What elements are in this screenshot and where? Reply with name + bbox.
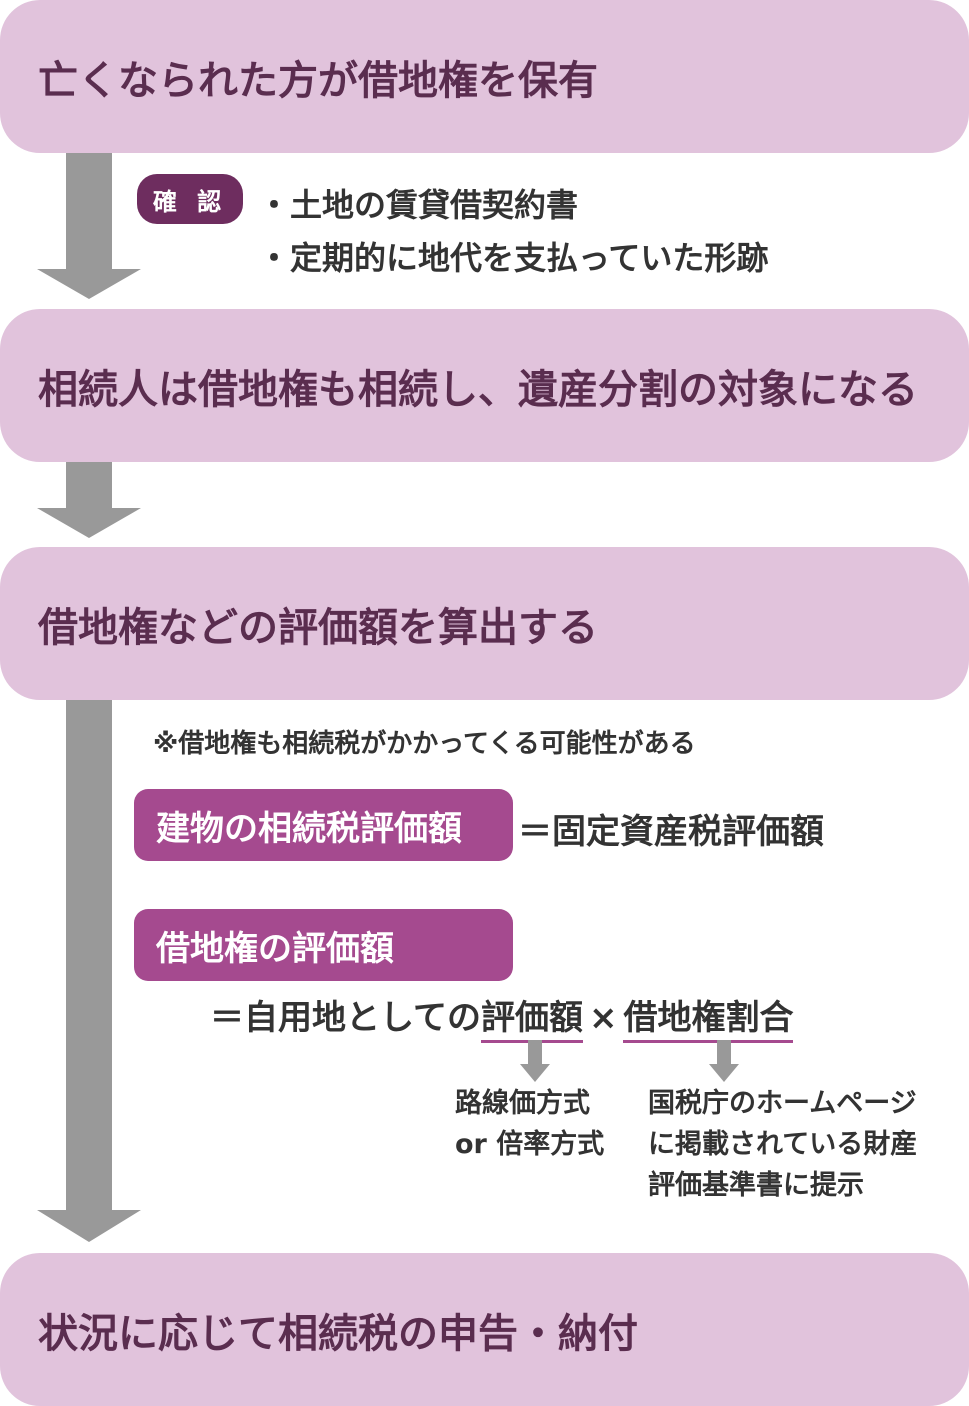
confirm-badge: 確 認 <box>137 174 243 224</box>
step-1-box: 亡くなられた方が借地権を保有 <box>0 0 969 153</box>
leasehold-ratio-source-line-3: 評価基準書に提示 <box>648 1170 864 1201</box>
assessed-value-method-line-1: 路線価方式 <box>455 1088 590 1119</box>
leasehold-valuation-label-text: 借地権の評価額 <box>156 928 394 969</box>
formula-times-sign: × <box>588 998 618 1038</box>
assessed-value-method-line-2: or 倍率方式 <box>455 1129 605 1160</box>
leasehold-ratio-source-note: 国税庁のホームページ に掲載されている財産 評価基準書に提示 <box>648 1083 917 1206</box>
step-3-label: 借地権などの評価額を算出する <box>38 604 598 651</box>
flow-arrow-1 <box>37 153 141 299</box>
step-4-label: 状況に応じて相続税の申告・納付 <box>38 1310 638 1357</box>
confirm-item-rent-payment: ・定期的に地代を支払っていた形跡 <box>258 239 769 277</box>
step-4-box: 状況に応じて相続税の申告・納付 <box>0 1253 969 1406</box>
assessed-value-method-note: 路線価方式 or 倍率方式 <box>455 1083 604 1165</box>
building-valuation-label: 建物の相続税評価額 <box>134 789 513 861</box>
formula-prefix: ＝自用地としての <box>210 998 481 1038</box>
flow-arrow-2 <box>37 462 141 538</box>
sub-arrow-assessed-value <box>520 1040 550 1082</box>
leasehold-ratio-source-line-1: 国税庁のホームページ <box>648 1088 917 1119</box>
step-2-label: 相続人は借地権も相続し、遺産分割の対象になる <box>38 366 918 413</box>
step-2-box: 相続人は借地権も相続し、遺産分割の対象になる <box>0 309 969 462</box>
leasehold-ratio-source-line-2: に掲載されている財産 <box>648 1129 918 1160</box>
sub-arrow-leasehold-ratio <box>709 1040 739 1082</box>
formula-term-leasehold-ratio: 借地権割合 <box>623 998 794 1043</box>
inheritance-tax-note: ※借地権も相続税がかかってくる可能性がある <box>153 729 696 759</box>
formula-term-assessed-value: 評価額 <box>480 998 583 1043</box>
building-valuation-formula: ＝固定資産税評価額 <box>518 812 824 852</box>
building-valuation-label-text: 建物の相続税評価額 <box>156 808 462 849</box>
leasehold-formula: ＝自用地としての評価額×借地権割合 <box>210 990 794 1043</box>
step-1-label: 亡くなられた方が借地権を保有 <box>38 57 598 104</box>
leasehold-valuation-label: 借地権の評価額 <box>134 909 513 981</box>
step-3-box: 借地権などの評価額を算出する <box>0 547 969 700</box>
confirm-item-contract: ・土地の賃貸借契約書 <box>258 186 579 224</box>
flow-arrow-3 <box>37 700 141 1242</box>
